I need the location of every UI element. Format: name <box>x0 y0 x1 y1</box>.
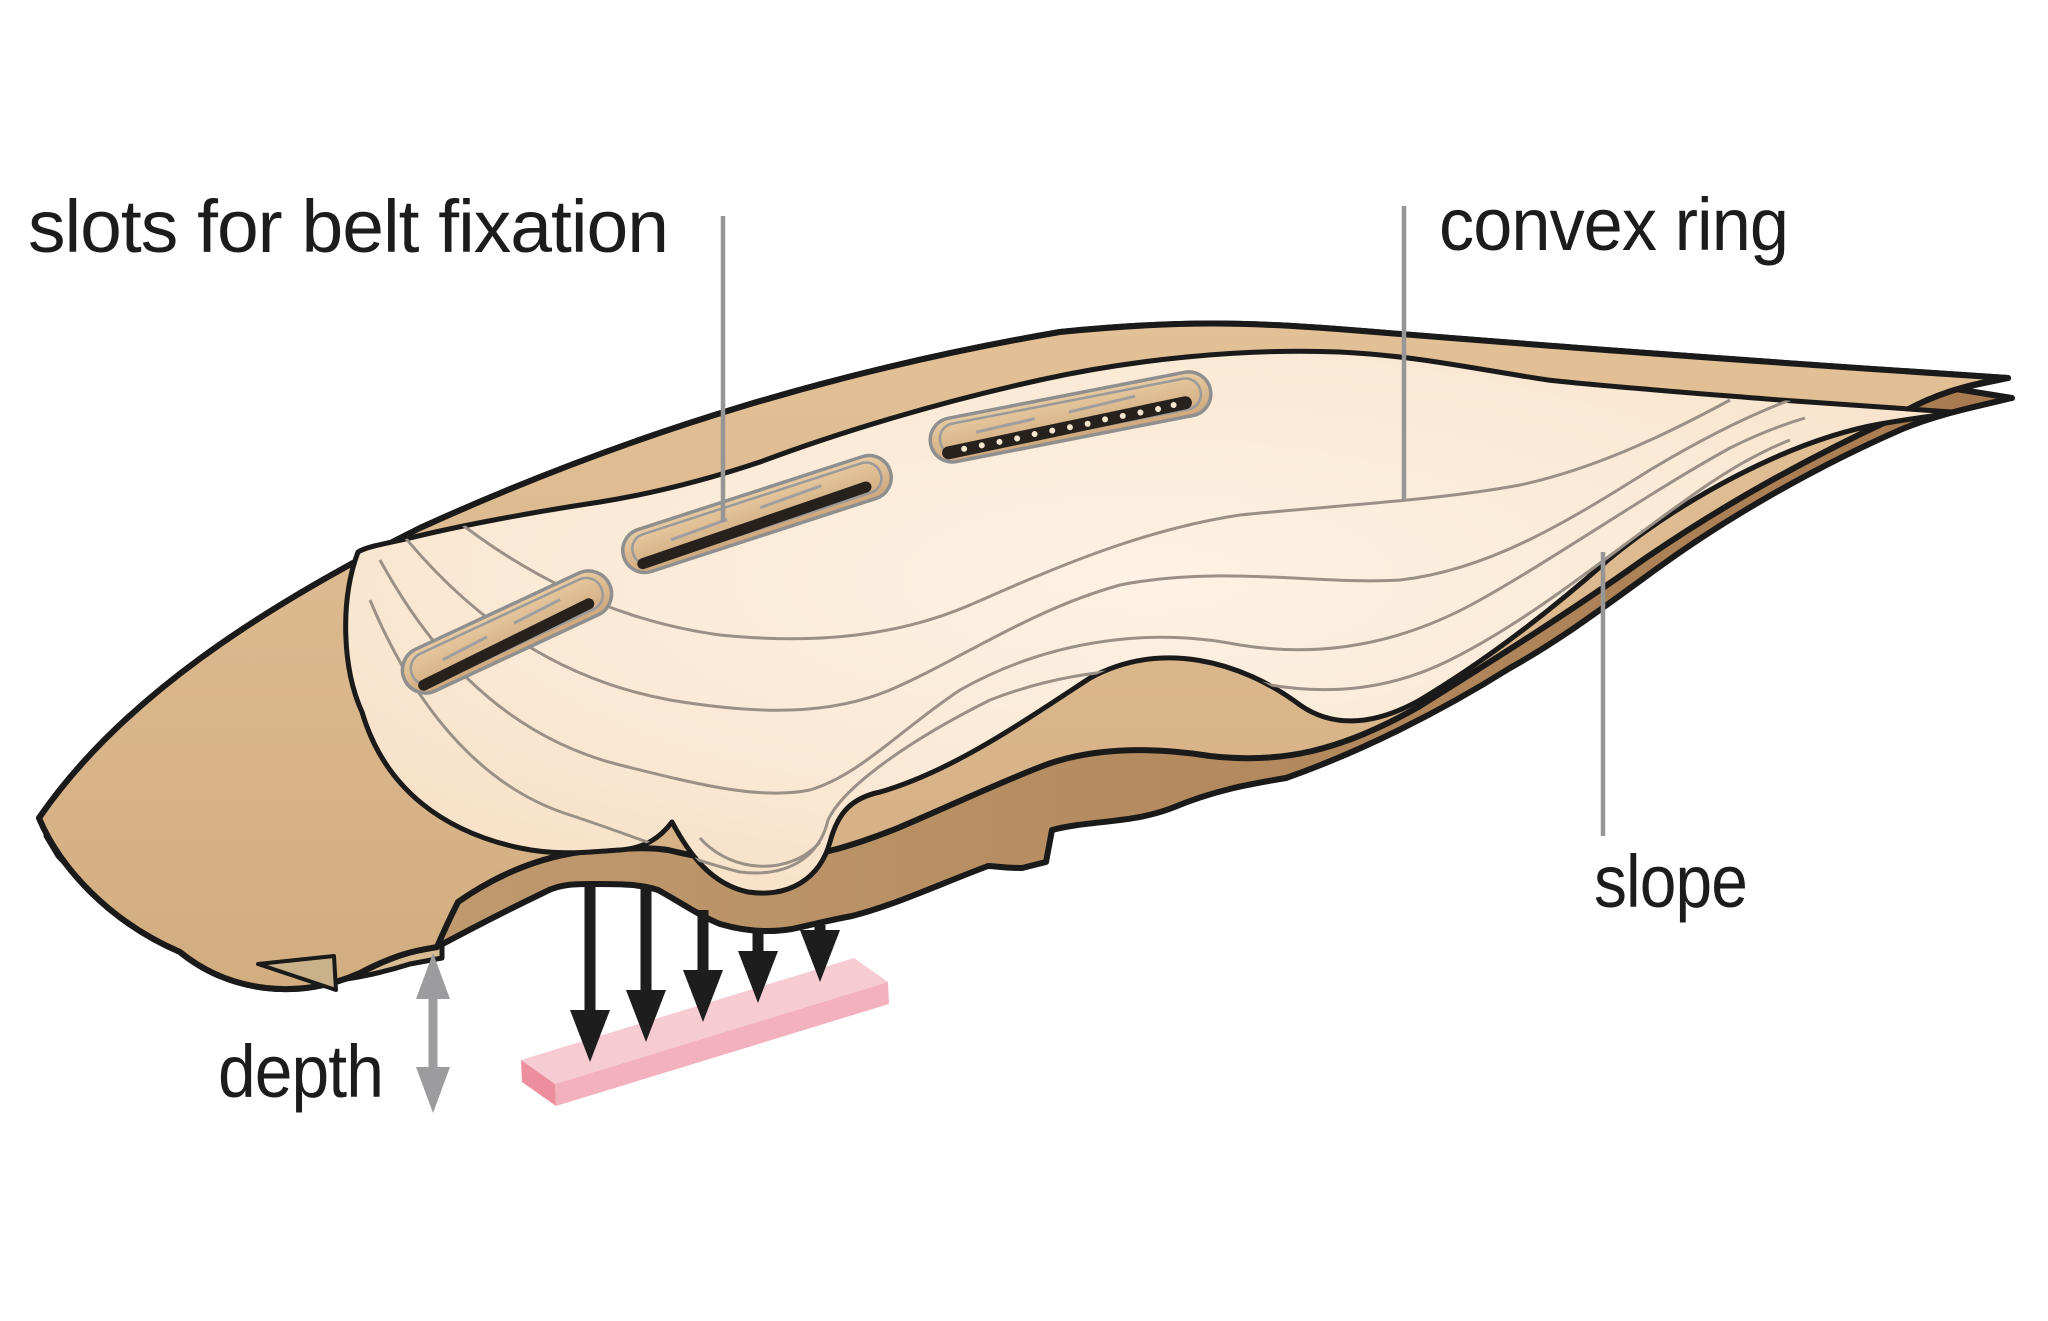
contour-lines <box>368 398 1806 875</box>
convex-ring-surface <box>343 348 1955 896</box>
label-convex-ring: convex ring <box>1439 183 1788 266</box>
force-arrow <box>626 886 666 1042</box>
pressure-pad-side <box>521 1060 556 1106</box>
force-arrow <box>570 884 610 1062</box>
label-slope: slope <box>1594 840 1747 923</box>
pressure-pad-top <box>521 958 888 1084</box>
label-depth: depth <box>218 1030 383 1113</box>
belt-slot-2 <box>621 453 893 575</box>
force-arrow <box>738 928 778 1003</box>
pressure-pad <box>521 958 889 1106</box>
pressure-pad-front <box>555 982 889 1106</box>
force-arrow <box>800 925 840 982</box>
belt-slot-3 <box>928 370 1213 464</box>
depth-arrow-icon <box>416 953 450 1113</box>
left-tip-wedge <box>256 954 338 992</box>
force-arrows <box>570 884 840 1062</box>
belt-slot-1 <box>400 569 614 695</box>
label-belt-slots: slots for belt fixation <box>28 185 668 268</box>
force-arrow <box>683 910 723 1022</box>
